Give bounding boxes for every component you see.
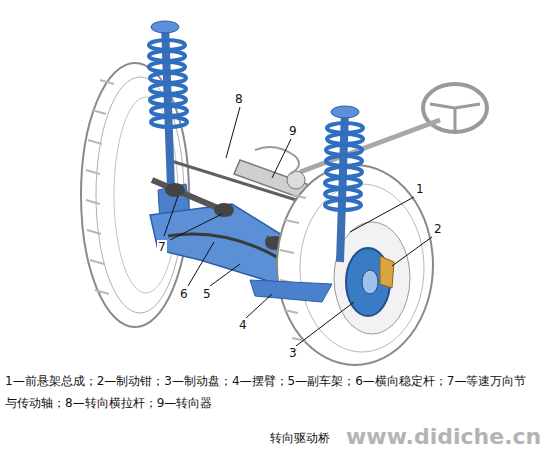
callout-number: 7 (157, 240, 167, 254)
callout-number: 8 (234, 92, 244, 106)
watermark: www.didiche.cn (346, 424, 541, 450)
stabilizer-bar (168, 234, 292, 266)
brake-caliper (380, 256, 394, 288)
parts-list: 1—前悬架总成；2—制动钳；3—制动盘；4—摆臂；5—副车架；6—横向稳定杆；7… (5, 370, 541, 414)
callout-number: 1 (415, 182, 425, 196)
right-wheel (277, 165, 433, 365)
caption: 转向驱动桥 (270, 430, 330, 446)
swing-arm (250, 280, 332, 302)
callout-number: 9 (288, 124, 298, 138)
callout-number: 3 (288, 346, 298, 360)
steering-wheel (300, 84, 487, 172)
leader-lines (164, 107, 432, 346)
callout-number: 2 (433, 222, 443, 236)
left-strut (149, 21, 190, 222)
callout-number: 5 (202, 287, 212, 301)
callout-number: 6 (179, 287, 189, 301)
callout-number: 4 (238, 318, 248, 332)
left-wheel (81, 63, 189, 327)
hub (362, 270, 378, 294)
right-strut (325, 106, 363, 262)
